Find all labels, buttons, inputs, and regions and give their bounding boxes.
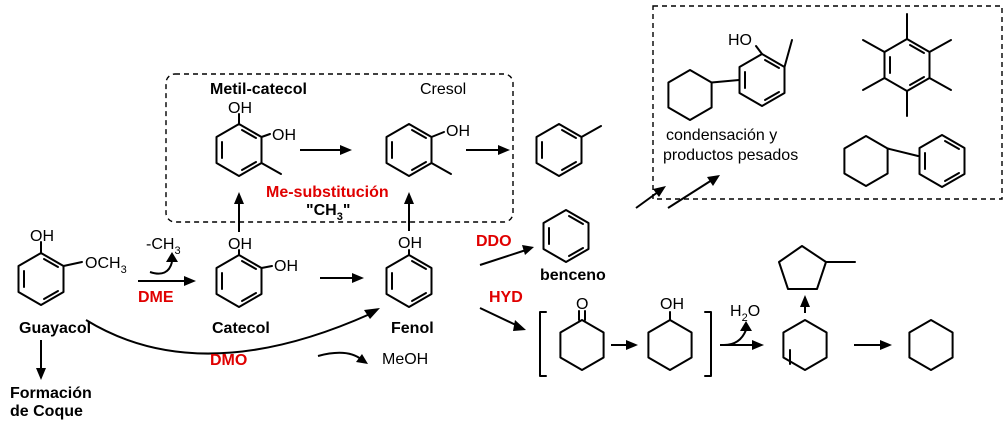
methylcyclopentane-molecule bbox=[778, 245, 856, 290]
methyl-substitution-box bbox=[165, 73, 514, 223]
meoh-label: MeOH bbox=[382, 351, 428, 368]
dmo-label: DMO bbox=[210, 352, 247, 369]
cyclohexanone-molecule bbox=[559, 310, 605, 371]
right-bracket bbox=[704, 311, 712, 377]
hyd-label: HYD bbox=[489, 289, 523, 306]
toluene-molecule bbox=[535, 123, 602, 177]
ch3-label: "CH3" bbox=[306, 202, 350, 223]
cyclohexylbenzene-molecule bbox=[843, 134, 966, 188]
svg-text:OH: OH bbox=[398, 235, 422, 252]
ddo-label: DDO bbox=[476, 233, 512, 250]
svg-text:OH: OH bbox=[446, 123, 470, 140]
methyl-catechol-label: Metil-catecol bbox=[210, 81, 307, 98]
svg-text:OH: OH bbox=[660, 296, 684, 313]
svg-text:OH: OH bbox=[30, 228, 54, 245]
cresol-label: Cresol bbox=[420, 81, 466, 98]
me-substitution-label: Me-substitución bbox=[266, 184, 389, 201]
phenol-molecule bbox=[385, 249, 433, 308]
cyclohexanol-molecule bbox=[647, 311, 693, 371]
svg-text:OH: OH bbox=[274, 258, 298, 275]
svg-text:-CH3: -CH3 bbox=[146, 236, 181, 257]
water-label: H2O bbox=[730, 303, 760, 324]
svg-text:OH: OH bbox=[228, 100, 252, 117]
benzene-molecule bbox=[542, 209, 590, 263]
svg-text:O: O bbox=[576, 296, 588, 313]
guaiacol-molecule bbox=[17, 241, 83, 306]
catechol-molecule bbox=[215, 249, 273, 308]
condensation-label-2: productos pesados bbox=[663, 147, 798, 164]
condensation-label-1: condensación y bbox=[666, 127, 777, 144]
hexamethylbenzene-molecule bbox=[862, 13, 952, 117]
svg-text:HO: HO bbox=[728, 32, 752, 49]
guaiacol-label: Guayacol bbox=[19, 320, 91, 337]
dme-label: DME bbox=[138, 289, 174, 306]
coke-formation-label-1: Formación bbox=[10, 385, 92, 402]
methyl-catechol-molecule bbox=[215, 113, 282, 177]
benzene-label: benceno bbox=[540, 267, 606, 284]
cyclohexyl-methylphenol-molecule bbox=[667, 39, 793, 121]
cyclohexene-molecule bbox=[782, 319, 828, 371]
svg-text:OH: OH bbox=[228, 236, 252, 253]
phenol-label: Fenol bbox=[391, 320, 434, 337]
left-bracket bbox=[539, 311, 547, 377]
cresol-molecule bbox=[385, 123, 452, 177]
cyclohexane-molecule bbox=[908, 319, 954, 371]
svg-text:OH: OH bbox=[272, 127, 296, 144]
coke-formation-label-2: de Coque bbox=[10, 403, 83, 420]
condensation-products-box bbox=[652, 5, 1003, 200]
svg-text:OCH3: OCH3 bbox=[85, 255, 127, 276]
catechol-label: Catecol bbox=[212, 320, 270, 337]
